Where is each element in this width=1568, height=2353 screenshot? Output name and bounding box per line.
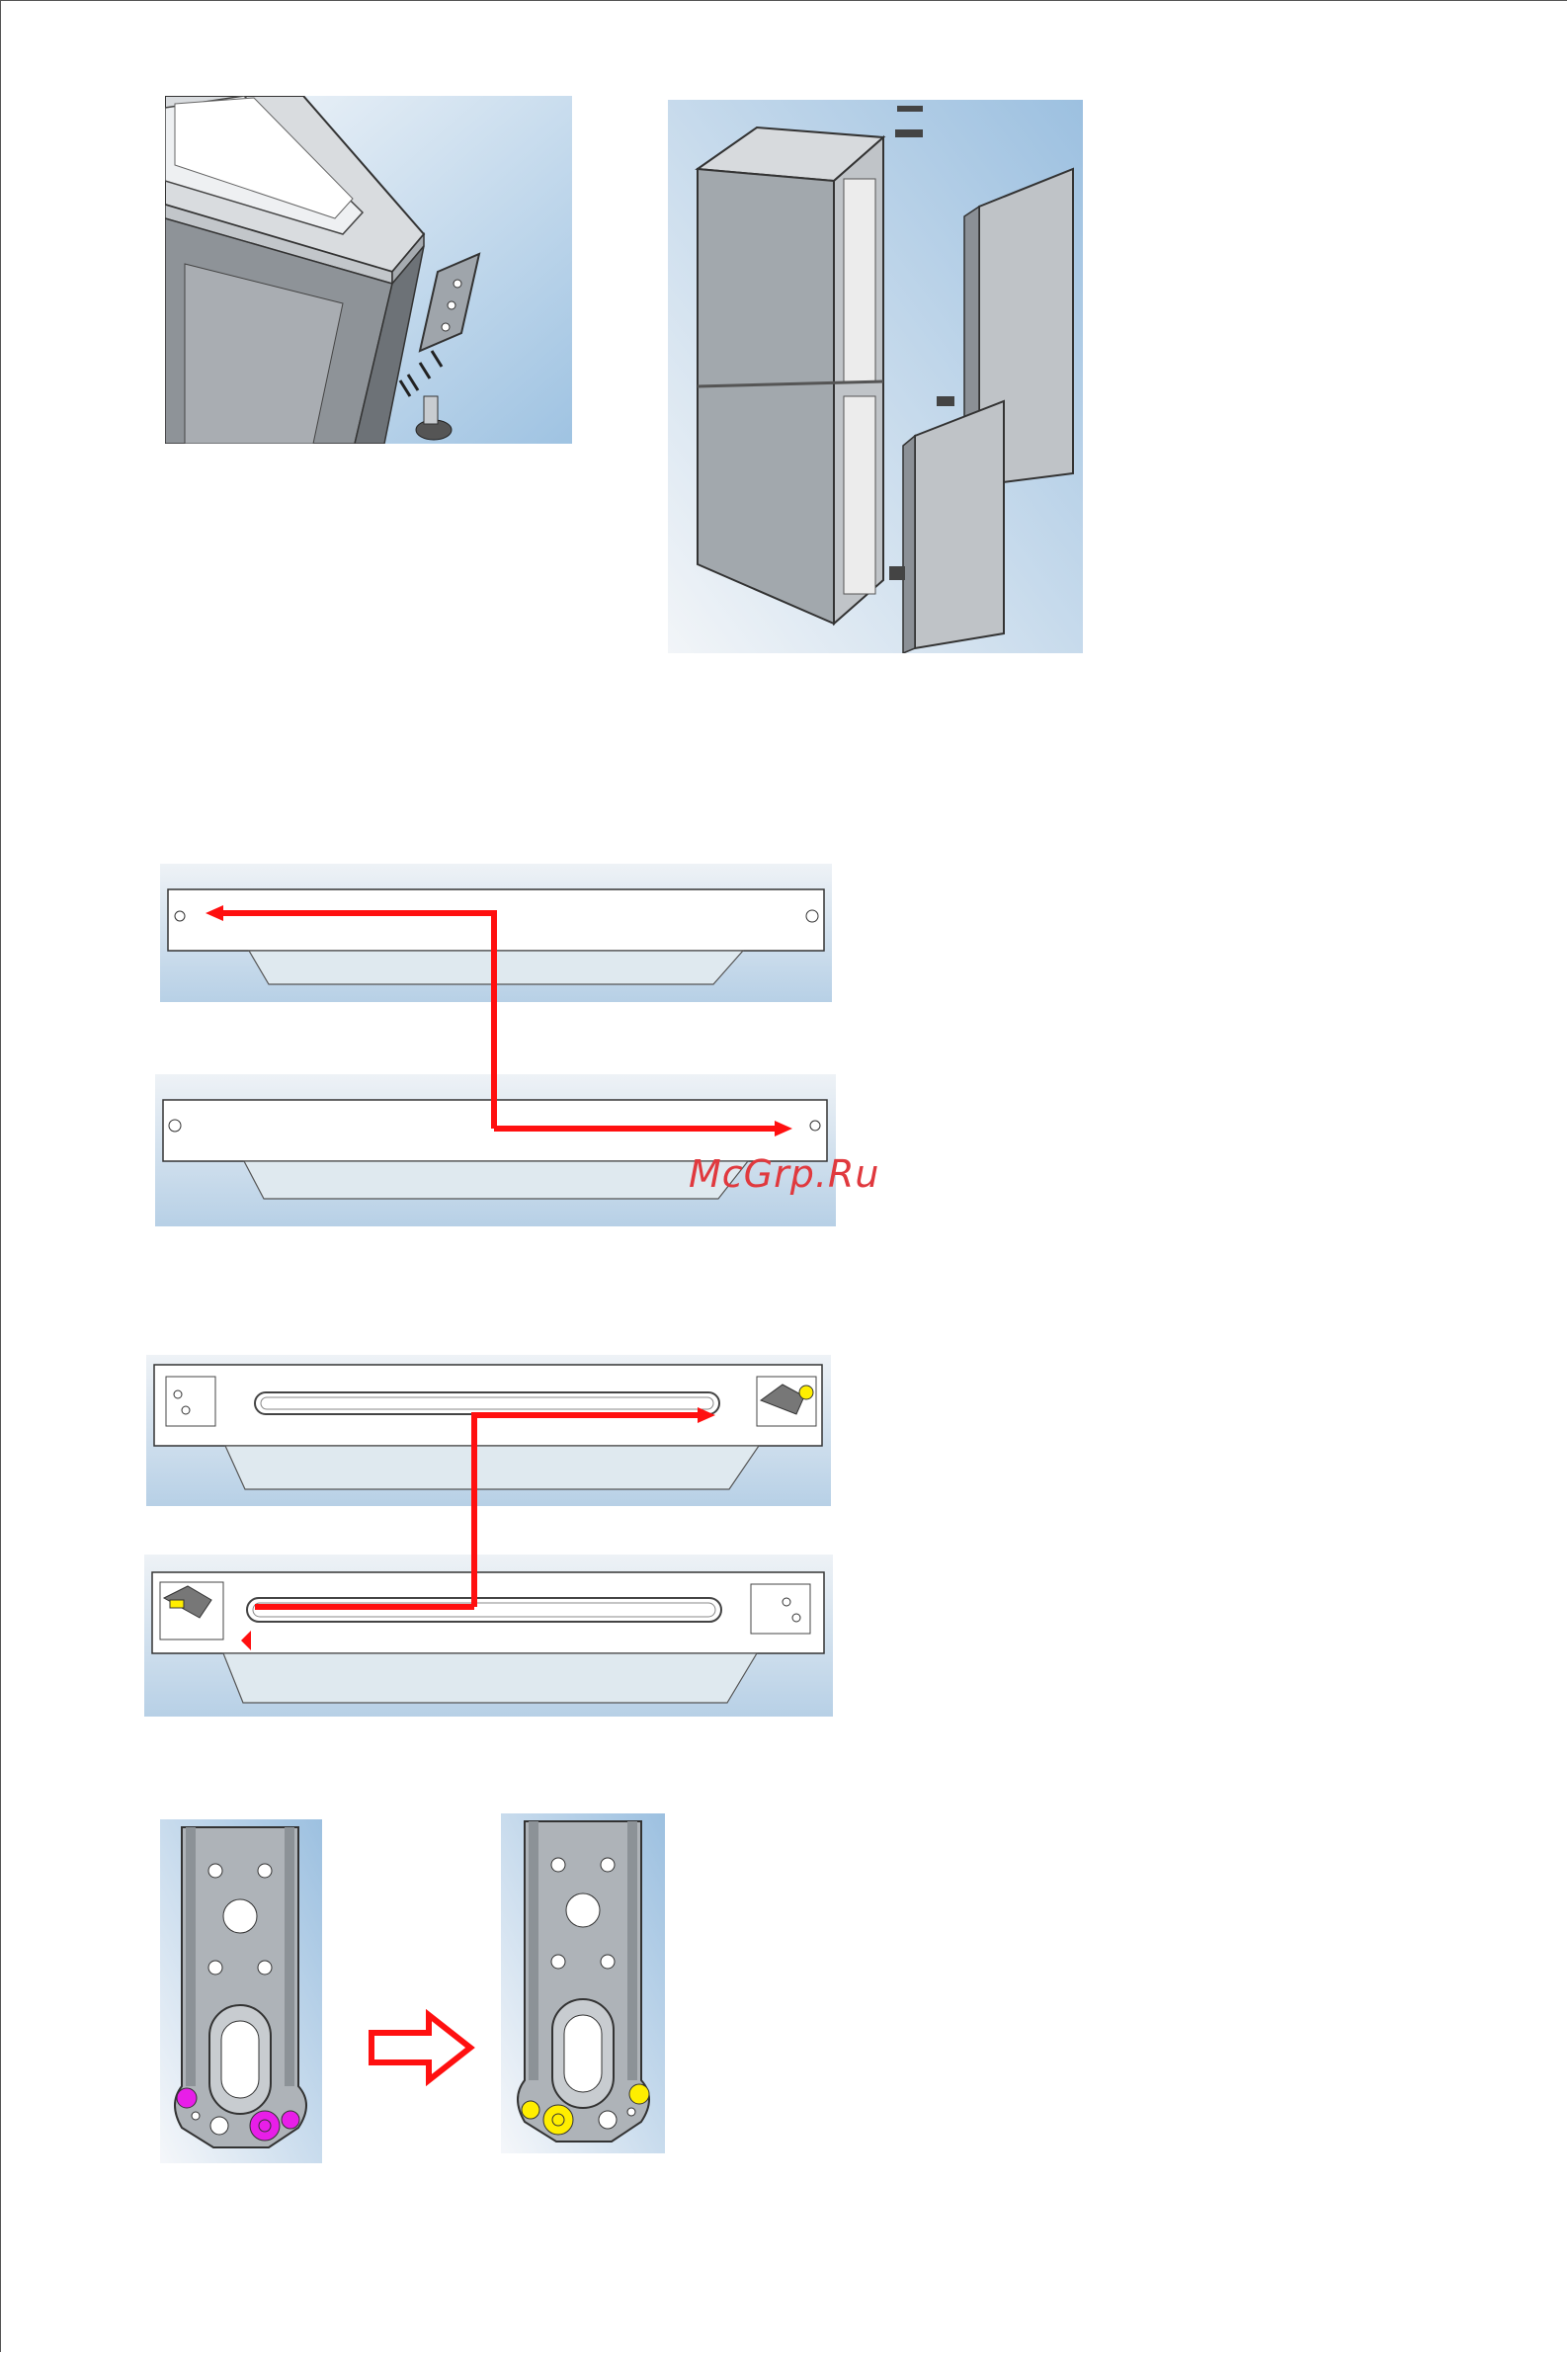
outline-arrow-right-icon bbox=[368, 2009, 476, 2086]
hinge-plate-before-icon bbox=[160, 1819, 322, 2163]
hinge-plate-before-figure bbox=[160, 1819, 322, 2163]
hinge-corner-figure bbox=[165, 96, 572, 444]
door-bottom-swap-lower bbox=[144, 1555, 833, 1717]
hinge-plate-after-figure bbox=[501, 1813, 665, 2153]
door-bottom-swap-upper bbox=[146, 1355, 831, 1506]
hinge-plate-after-icon bbox=[501, 1813, 665, 2153]
door-bottom-edge-swap-icon bbox=[146, 1355, 831, 1506]
before-after-arrow bbox=[368, 2009, 476, 2086]
door-top-edge-swap-icon bbox=[155, 1074, 836, 1226]
fridge-exploded-view-icon bbox=[668, 100, 1083, 653]
watermark: McGrp.Ru bbox=[689, 1152, 879, 1196]
door-top-swap-upper bbox=[160, 864, 832, 1002]
door-top-edge-swap-icon bbox=[160, 864, 832, 1002]
door-top-swap-lower bbox=[155, 1074, 836, 1226]
fridge-exploded-figure bbox=[668, 100, 1083, 653]
top-hinge-assembly-icon bbox=[165, 96, 572, 444]
door-bottom-edge-swap-icon bbox=[144, 1555, 833, 1717]
